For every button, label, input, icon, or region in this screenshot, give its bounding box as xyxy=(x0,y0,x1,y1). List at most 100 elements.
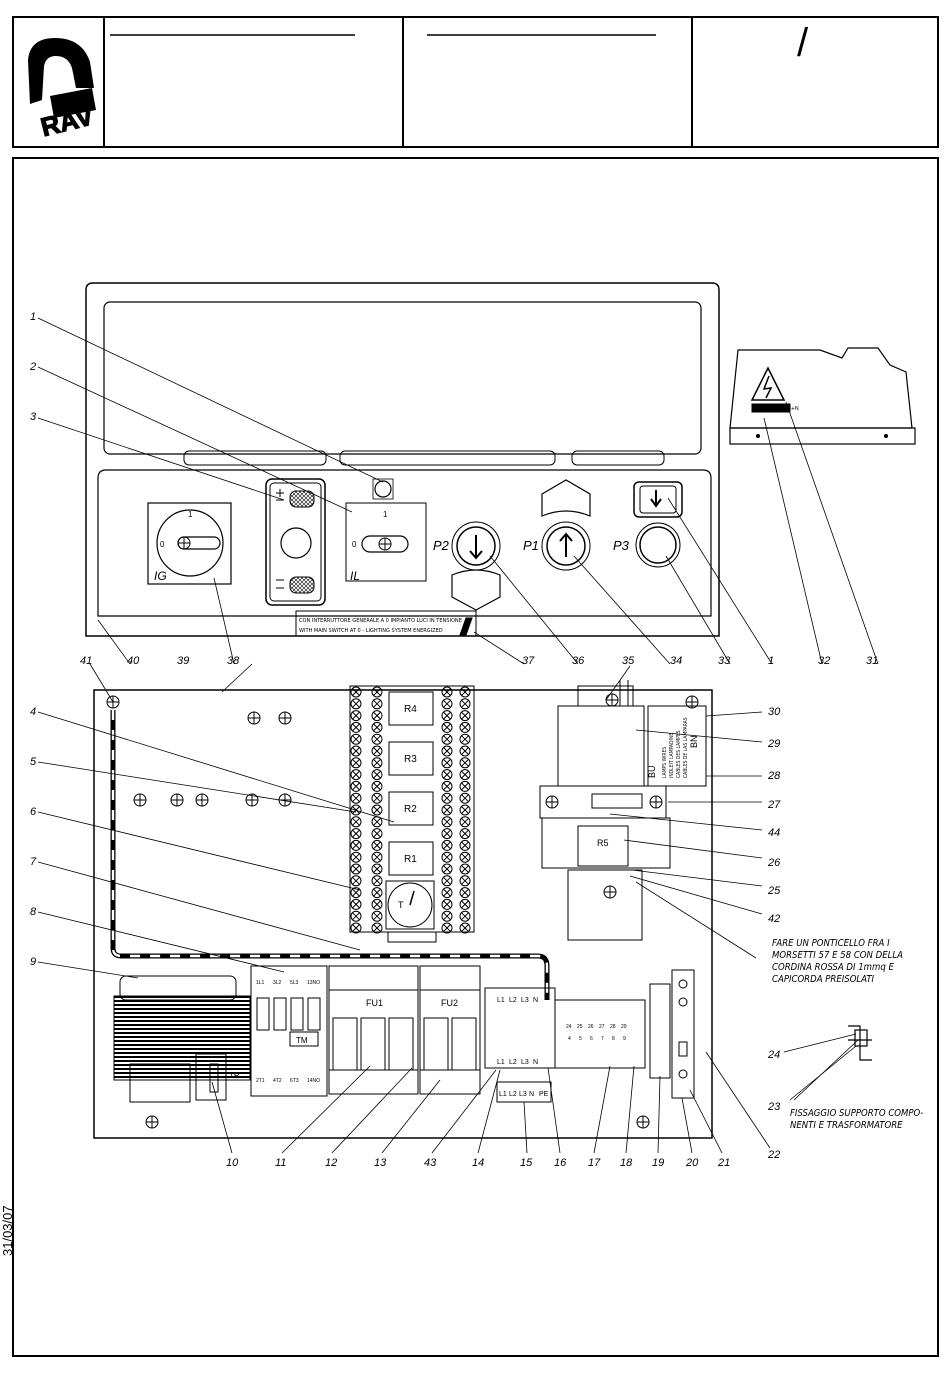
terminal-screw xyxy=(350,816,362,828)
contactor-bottom-label: 6T3 xyxy=(290,1078,299,1084)
terminal-screw xyxy=(371,910,383,922)
contactor-bottom-label: 2T1 xyxy=(256,1078,265,1084)
terminal-screw xyxy=(371,816,383,828)
warning-label: 400V 50Hz 3Ph+N xyxy=(753,406,799,412)
terminal-bottom-label: N xyxy=(529,1091,534,1098)
callout-35: 35 xyxy=(622,655,635,667)
terminal-screw xyxy=(350,792,362,804)
callout-42: 42 xyxy=(768,913,780,925)
terminal-screw xyxy=(459,686,471,698)
callout-30: 30 xyxy=(768,706,781,718)
terminal-screw xyxy=(371,780,383,792)
terminal-bottom-label: L1 xyxy=(499,1091,507,1098)
terminal-screw xyxy=(350,839,362,851)
terminal-screw xyxy=(350,863,362,875)
terminal-number: 26 xyxy=(588,1024,594,1030)
title-block xyxy=(12,16,939,148)
callout-7: 7 xyxy=(30,856,37,868)
callout-23: 23 xyxy=(767,1101,781,1113)
callout-41: 41 xyxy=(80,655,92,667)
contactor-top-label: 3L2 xyxy=(273,980,282,986)
callout-28: 28 xyxy=(767,770,781,782)
terminal-top-label: L2 xyxy=(509,997,517,1004)
notice-line-1: CON INTERRUTTORE GENERALE A 0 IMPIANTO L… xyxy=(299,618,462,624)
terminal-screw xyxy=(371,887,383,899)
terminal-screw xyxy=(371,769,383,781)
notice-line-2: WITH MAIN SWITCH AT 0 - LIGHTING SYSTEM … xyxy=(299,628,443,634)
terminal-screw xyxy=(350,745,362,757)
callout-40: 40 xyxy=(127,655,140,667)
terminal-screw xyxy=(350,780,362,792)
terminal-screw xyxy=(441,851,453,863)
label-p2: P2 xyxy=(433,538,450,553)
logo-text: RAV xyxy=(38,100,97,142)
label-ig-pos0: 0 xyxy=(160,540,165,549)
terminal-screw xyxy=(459,698,471,710)
terminal-screw xyxy=(371,875,383,887)
terminal-mid-label: L2 xyxy=(509,1059,517,1066)
terminal-screw xyxy=(459,851,471,863)
terminal-screw xyxy=(459,710,471,722)
terminal-screw xyxy=(371,804,383,816)
terminal-screw xyxy=(441,698,453,710)
callout-15: 15 xyxy=(520,1157,533,1169)
label-ig-pos1: 1 xyxy=(188,510,193,519)
terminal-screw xyxy=(459,769,471,781)
terminal-screw xyxy=(350,721,362,733)
callout-16: 16 xyxy=(554,1157,567,1169)
callout-22: 22 xyxy=(767,1149,780,1161)
callout-26: 26 xyxy=(767,857,781,869)
terminal-screw xyxy=(459,816,471,828)
lamp-text-3: CABLES DE LAS LAMPARAS xyxy=(683,717,689,778)
callout-13: 13 xyxy=(374,1157,387,1169)
lamp-label-bu: BU xyxy=(647,765,657,778)
jumper-note-line: CORDINA ROSSA DI 1mmq E xyxy=(772,962,894,973)
contactor-label: TM xyxy=(296,1036,308,1045)
terminal-screw xyxy=(459,839,471,851)
callout-2: 2 xyxy=(29,361,36,373)
terminal-screw xyxy=(441,898,453,910)
relay-column xyxy=(349,685,475,943)
company-logo: RAV xyxy=(28,38,98,143)
fixing-note-line: FISSAGGIO SUPPORTO COMPO- xyxy=(790,1108,923,1119)
terminal-screw xyxy=(459,887,471,899)
terminal-number: 27 xyxy=(599,1024,605,1030)
relay-r3: R3 xyxy=(404,754,417,765)
relay-r1: R1 xyxy=(404,854,417,865)
callout-19: 19 xyxy=(652,1157,664,1169)
warning-housing xyxy=(729,347,916,445)
terminal-top-label: N xyxy=(533,997,538,1004)
date-stamp: 31/03/07 xyxy=(0,1205,15,1256)
callout-24: 24 xyxy=(767,1049,780,1061)
terminal-bottom-label: PE xyxy=(539,1091,549,1098)
callout-17: 17 xyxy=(588,1157,601,1169)
timer-label: T xyxy=(398,900,404,910)
fuse-fu1: FU1 xyxy=(366,998,383,1008)
terminal-screw xyxy=(441,721,453,733)
callout-5: 5 xyxy=(30,756,37,768)
fixing-detail xyxy=(848,1025,872,1061)
callout-31: 31 xyxy=(866,655,878,667)
label-il-pos1: 1 xyxy=(383,510,388,519)
terminal-screw xyxy=(350,733,362,745)
callout-9: 9 xyxy=(30,956,36,968)
relay-r2: R2 xyxy=(404,804,417,815)
terminal-screw xyxy=(350,698,362,710)
label-ig: IG xyxy=(154,569,167,583)
terminal-bottom-label: L2 xyxy=(509,1091,517,1098)
relay-r4: R4 xyxy=(404,704,417,715)
relay-r5: R5 xyxy=(597,838,609,848)
terminal-screw xyxy=(441,828,453,840)
callout-3: 3 xyxy=(30,411,37,423)
callout-25: 25 xyxy=(767,885,781,897)
terminal-screw xyxy=(350,769,362,781)
callout-43: 43 xyxy=(424,1157,437,1169)
terminal-number: 28 xyxy=(610,1024,616,1030)
terminal-screw xyxy=(459,792,471,804)
lamp-text-2: CABLES DES LAMPES xyxy=(676,730,682,778)
terminal-screw xyxy=(350,898,362,910)
